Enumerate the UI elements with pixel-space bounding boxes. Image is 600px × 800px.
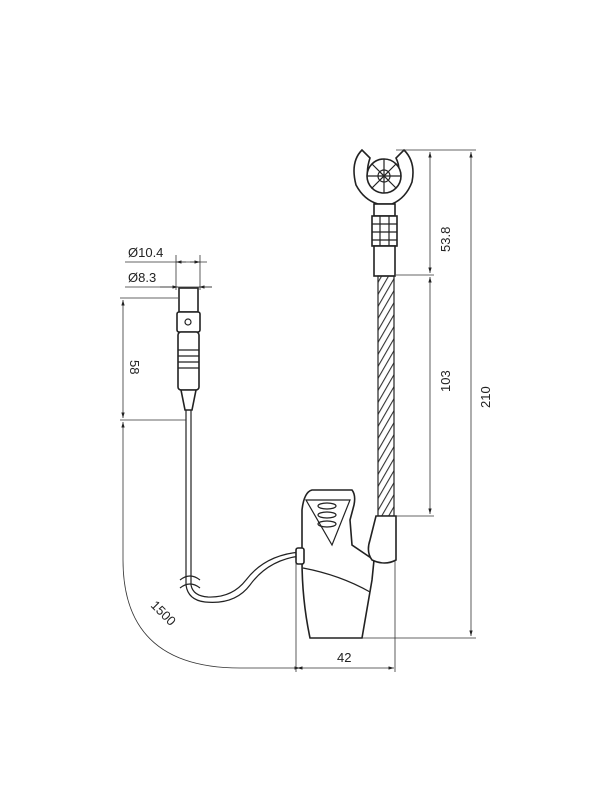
cable-length-label: 1500 (148, 598, 179, 629)
head-length-label: 53.8 (438, 227, 453, 252)
handle (295, 489, 397, 672)
vane-head (353, 148, 414, 277)
connector-length-label: 58 (127, 360, 142, 374)
height-dimensions (362, 149, 476, 639)
total-height-label: 210 (478, 386, 493, 408)
cable-connector (176, 287, 201, 411)
gooseneck (377, 275, 395, 517)
cable-length-dimension (121, 422, 300, 670)
inner-diameter-label: Ø8.3 (128, 270, 156, 285)
handle-width-label: 42 (337, 650, 351, 665)
diameter-dimensions (125, 255, 212, 290)
gooseneck-length-label: 103 (438, 370, 453, 392)
connector-length-dimension (120, 297, 186, 421)
cable (179, 410, 301, 603)
outer-diameter-label: Ø10.4 (128, 245, 163, 260)
